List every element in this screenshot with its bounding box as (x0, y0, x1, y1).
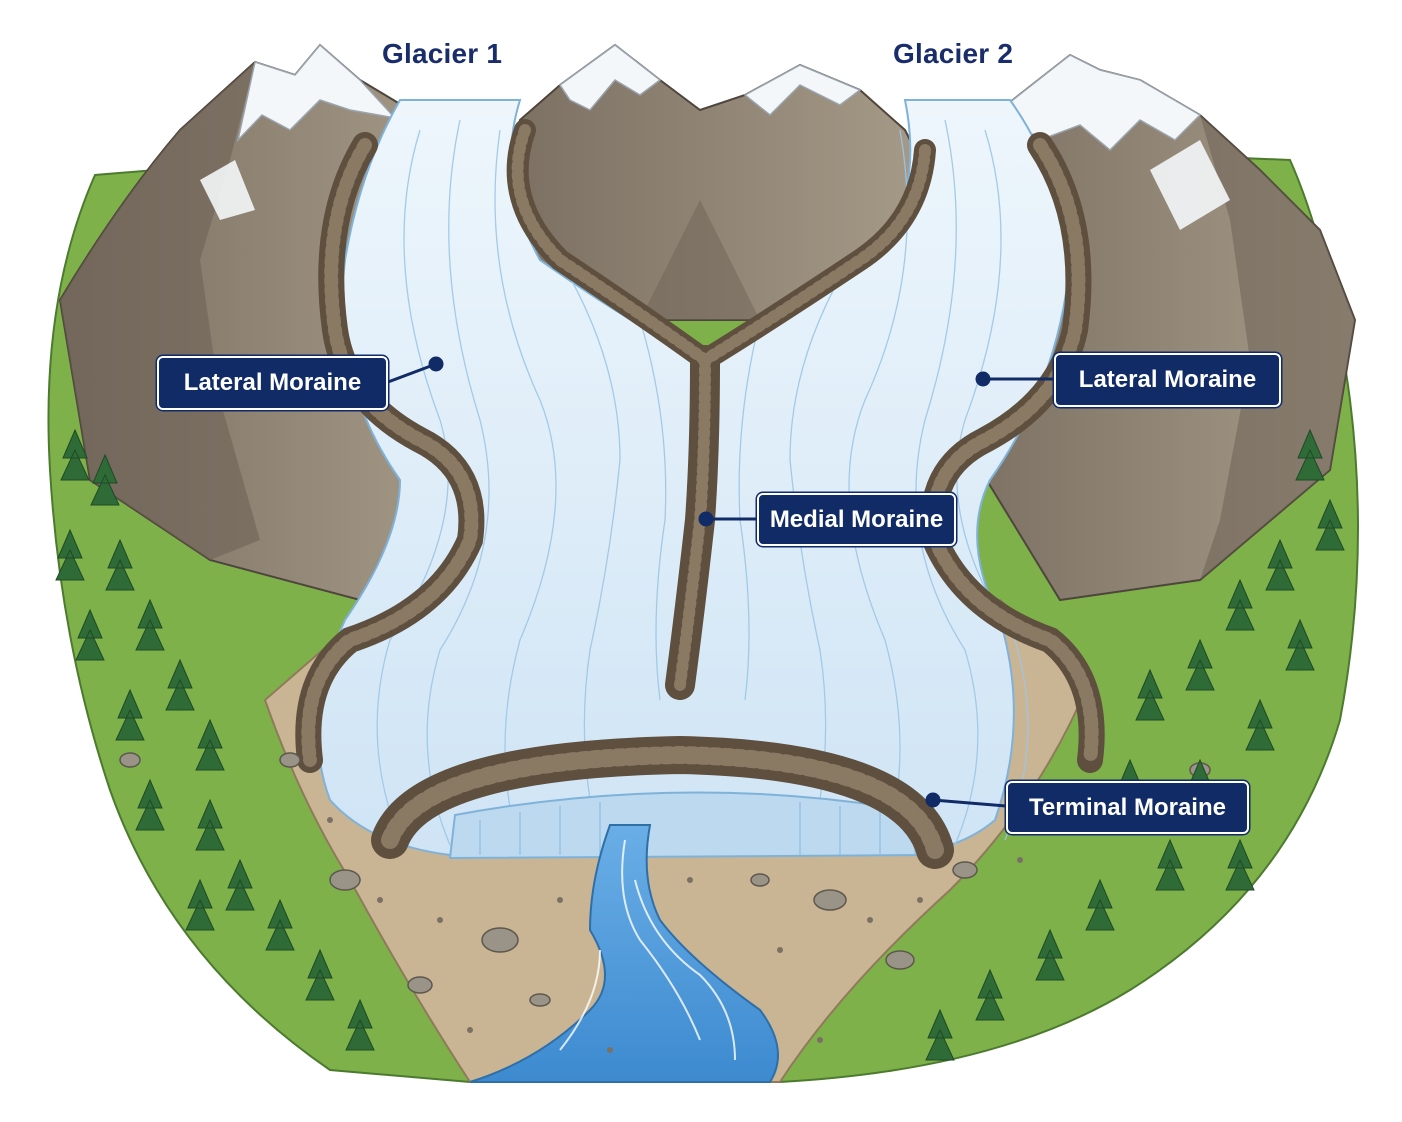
lateral-moraine-label-left: Lateral Moraine (157, 356, 388, 410)
lateral-moraine-right-text: Lateral Moraine (1078, 366, 1257, 393)
right-snowcap (998, 54, 1202, 152)
ice-flow-lines (376, 119, 1029, 851)
center-snowcap (558, 44, 662, 111)
trees-left (55, 428, 375, 1051)
leader-lines (387, 356, 1054, 808)
medial-moraine-label: Medial Moraine (757, 493, 956, 546)
medial-moraine-text: Medial Moraine (769, 505, 944, 533)
lateral-moraine-label-right: Lateral Moraine (1054, 353, 1281, 407)
glacier-1-title: Glacier 1 (382, 38, 503, 69)
terminal-moraine-label: Terminal Moraine (1006, 781, 1249, 834)
glacier-2-title: Glacier 2 (893, 38, 1014, 69)
left-snowcap (236, 43, 398, 143)
meltwater-river (469, 824, 779, 1083)
lateral-moraine-left-text: Lateral Moraine (183, 369, 362, 396)
terminal-moraine-text: Terminal Moraine (1029, 793, 1226, 821)
